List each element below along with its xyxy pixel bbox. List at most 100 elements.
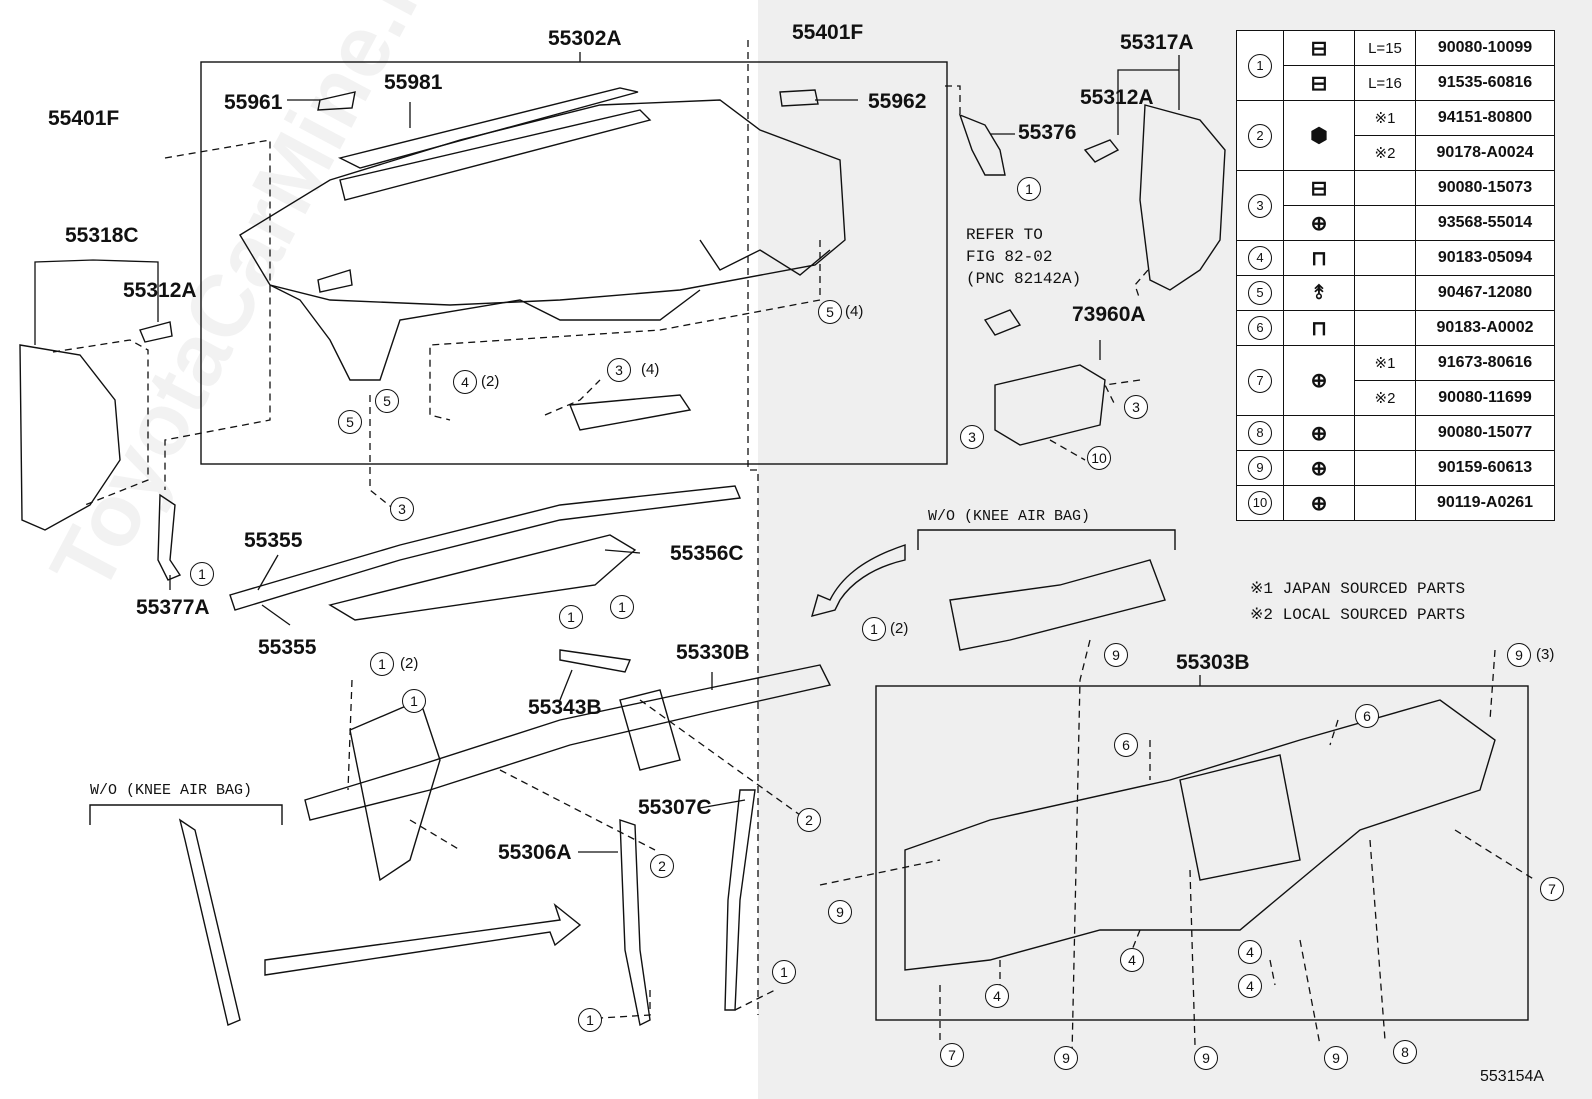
label-55356C: 55356C bbox=[670, 542, 744, 565]
fastener-part-number: 90119-A0261 bbox=[1415, 485, 1555, 521]
fastener-part-number: 90080-15073 bbox=[1415, 170, 1555, 206]
fastener-number-badge: 10 bbox=[1248, 491, 1272, 515]
side-cover-right bbox=[1139, 104, 1226, 291]
qty-1: (2) bbox=[400, 655, 419, 672]
fastener-spec bbox=[1354, 310, 1416, 346]
refer-note-line3: (PNC 82142A) bbox=[966, 270, 1082, 288]
fastener-spec: ※1 bbox=[1354, 345, 1416, 381]
callout-9: 9 bbox=[1324, 1046, 1348, 1070]
label-55962: 55962 bbox=[868, 90, 927, 113]
bolt-washer-icon: ⊟ bbox=[1283, 30, 1355, 66]
subpanel-55303B bbox=[904, 699, 1496, 971]
instrument-panel-outline bbox=[239, 99, 846, 306]
fastener-spec bbox=[1354, 205, 1416, 241]
fastener-number: 1 bbox=[1236, 30, 1284, 101]
fastener-number: 8 bbox=[1236, 415, 1284, 451]
fastener-spec bbox=[1354, 170, 1416, 206]
knee-note-top: W/O (KNEE AIR BAG) bbox=[928, 508, 1091, 525]
fastener-part-number: 90183-A0002 bbox=[1415, 310, 1555, 346]
fastener-number: 2 bbox=[1236, 100, 1284, 171]
fastener-number-badge: 6 bbox=[1248, 316, 1272, 340]
fastener-number: 5 bbox=[1236, 275, 1284, 311]
bolt-washer-icon: ⊟ bbox=[1283, 65, 1355, 101]
callout-10: 10 bbox=[1087, 446, 1111, 470]
fastener-spec bbox=[1354, 485, 1416, 521]
fastener-row: 10 ⊕ 90119-A0261 bbox=[1236, 485, 1555, 521]
upper-panel-frame bbox=[200, 61, 948, 465]
callout-9: 9 bbox=[1054, 1046, 1078, 1070]
clip-icon: ⥉ bbox=[1283, 275, 1355, 311]
fastener-row: 5⥉90467-12080 bbox=[1236, 275, 1555, 311]
callout-9: 9 bbox=[1194, 1046, 1218, 1070]
callout-4: 4 bbox=[1238, 974, 1262, 998]
label-55377A: 55377A bbox=[136, 596, 210, 619]
fastener-row: 3⊟90080-15073 bbox=[1236, 170, 1555, 241]
knee-note-left: W/O (KNEE AIR BAG) bbox=[90, 782, 253, 799]
callout-1: 1 bbox=[610, 595, 634, 619]
label-55343B: 55343B bbox=[528, 696, 602, 719]
callout-9: 9 bbox=[1104, 643, 1128, 667]
legend-local: ※2 LOCAL SOURCED PARTS bbox=[1250, 606, 1466, 624]
callout-1: 1 bbox=[559, 605, 583, 629]
callout-6: 6 bbox=[1114, 733, 1138, 757]
lower-right-frame bbox=[875, 685, 1529, 1021]
fastener-number: 3 bbox=[1236, 170, 1284, 241]
fastener-part-number: 90080-10099 bbox=[1415, 30, 1555, 66]
screw-icon: ⊕ bbox=[1283, 415, 1355, 451]
label-73960A: 73960A bbox=[1072, 303, 1146, 326]
label-55401F-left: 55401F bbox=[48, 107, 120, 130]
fastener-part-number: 90080-15077 bbox=[1415, 415, 1555, 451]
callout-5: 5 bbox=[375, 389, 399, 413]
label-55401F-top: 55401F bbox=[792, 21, 864, 44]
label-55302A: 55302A bbox=[548, 27, 622, 50]
callout-1: 1 bbox=[578, 1008, 602, 1032]
refer-note-line1: REFER TO bbox=[966, 226, 1043, 244]
screw-icon: ⊕ bbox=[1283, 485, 1355, 521]
label-55312A-right: 55312A bbox=[1080, 86, 1154, 109]
fastener-number-badge: 1 bbox=[1248, 53, 1272, 78]
fastener-row: 6 ⊓ 90183-A0002 bbox=[1236, 310, 1555, 346]
fastener-part-number: 94151-80800 bbox=[1415, 100, 1555, 136]
callout-4: 4 bbox=[985, 984, 1009, 1008]
label-55306A: 55306A bbox=[498, 841, 572, 864]
vent-55962 bbox=[779, 89, 819, 107]
label-55981: 55981 bbox=[384, 71, 443, 94]
qty-9: (3) bbox=[1536, 646, 1555, 663]
u-nut-icon: ⊓ bbox=[1283, 310, 1355, 346]
callout-1: 1 bbox=[862, 617, 886, 641]
strip-55355 bbox=[229, 485, 742, 611]
fastener-number-badge: 4 bbox=[1248, 246, 1272, 270]
callout-5: 5 bbox=[818, 300, 842, 324]
label-55355-bottom: 55355 bbox=[258, 636, 317, 659]
fastener-number: 6 bbox=[1236, 310, 1284, 346]
callout-4: 4 bbox=[1238, 940, 1262, 964]
screw-icon: ⊕ bbox=[1283, 450, 1355, 486]
module-73960A bbox=[994, 364, 1106, 446]
fastener-spec: ※2 bbox=[1354, 135, 1416, 171]
callout-3: 3 bbox=[390, 497, 414, 521]
pad-55356C bbox=[328, 534, 637, 621]
callout-9: 9 bbox=[828, 900, 852, 924]
fastener-spec: ※2 bbox=[1354, 380, 1416, 416]
callout-3: 3 bbox=[607, 358, 631, 382]
qty-3: (4) bbox=[641, 361, 660, 378]
qty-1: (2) bbox=[890, 620, 909, 637]
u-nut-icon: ⊓ bbox=[1283, 240, 1355, 276]
fastener-part-number: 90080-11699 bbox=[1415, 380, 1555, 416]
fastener-part-number: 91535-60816 bbox=[1415, 65, 1555, 101]
arrow-top bbox=[810, 544, 906, 617]
fastener-number: 10 bbox=[1236, 485, 1284, 521]
figure-code: 553154A bbox=[1480, 1068, 1545, 1085]
fastener-spec bbox=[1354, 275, 1416, 311]
fastener-number-badge: 7 bbox=[1248, 368, 1272, 393]
label-55312A-left: 55312A bbox=[123, 279, 197, 302]
side-cover-left bbox=[19, 344, 121, 531]
fastener-number: 4 bbox=[1236, 240, 1284, 276]
